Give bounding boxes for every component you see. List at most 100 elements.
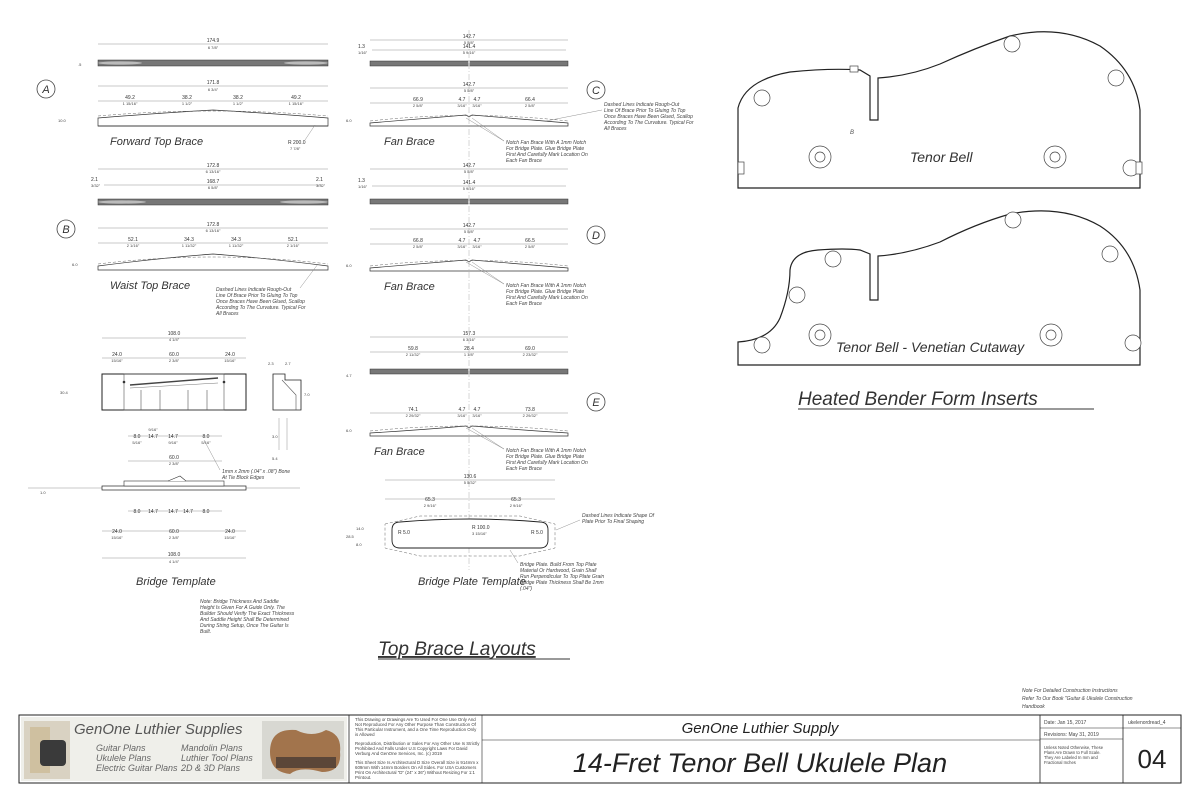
note-dashed-c-line-5: All Braces bbox=[603, 126, 627, 132]
dim-fan-e-seg-4-in: 2 29/32" bbox=[523, 413, 538, 418]
note-notch-c: Notch Fan Brace With A 1mm Notch For Bri… bbox=[506, 140, 588, 164]
dim-bridge-side-3: 3.0 bbox=[272, 434, 278, 439]
dim-plate-overall: 130.6 bbox=[464, 474, 477, 480]
dim-fan-d-end-in: 1/16" bbox=[358, 184, 368, 189]
detail-label-b: B bbox=[62, 224, 69, 236]
dim-fan-e-seg-3: 4.7 bbox=[474, 407, 481, 413]
dim-forward-seg-2-in: 1 1/2" bbox=[182, 101, 193, 106]
dim-forward-overall: 174.9 bbox=[207, 38, 220, 44]
note-plate-line-2: Material Or Hardwood, Grain Shall bbox=[520, 568, 597, 574]
dim-bridge-height: 30.4 bbox=[60, 390, 69, 395]
construction-note-line-2: Refer To Our Book "Guitar & Ukulele Cons… bbox=[1022, 696, 1133, 702]
note-bridge-line-6: Built. bbox=[200, 629, 211, 635]
dim-waist-overall: 172.8 bbox=[207, 163, 220, 169]
note-notch-d-line-3: First And Carefully Mark Location On bbox=[506, 295, 588, 301]
dim-waist-end-left-in: 3/32" bbox=[91, 183, 101, 188]
note-dashed-b: Dashed Lines Indicate Rough-Out Line Of … bbox=[215, 287, 306, 317]
dim-bridge-side-4: 5.4 bbox=[272, 456, 278, 461]
bridge-plate-template-group: 130.6 5 5/32" 65.3 2 9/16" 65.3 2 9/16" … bbox=[346, 474, 655, 592]
dim-bridge-seg-1-in: 15/16" bbox=[111, 358, 123, 363]
dim-waist-inner-in: 6 5/8" bbox=[208, 185, 219, 190]
dim-fan-c-seg-1-in: 2 5/8" bbox=[413, 103, 424, 108]
dim-waist-seg-1-in: 2 1/16" bbox=[127, 243, 140, 248]
dim-fan-d-seg-3-in: 3/16" bbox=[472, 244, 482, 249]
top-brace-layouts-title: Top Brace Layouts bbox=[378, 639, 536, 660]
dim-waist-seg-4-in: 2 1/16" bbox=[287, 243, 300, 248]
file-id: ukelenordread_4 bbox=[1128, 720, 1166, 726]
link-guitar-plans[interactable]: Guitar Plans bbox=[96, 743, 146, 753]
dim-bridge-small-1-in: 5/16" bbox=[132, 440, 142, 445]
dim-waist-end-left: 2.1 bbox=[91, 177, 98, 183]
dim-plate-height: 28.5 bbox=[346, 534, 355, 539]
dim-fan-d-seg-4: 66.5 bbox=[525, 238, 535, 244]
dim-bridge-low-small-2: 14.7 bbox=[148, 509, 158, 515]
bridge-plate-template-label: Bridge Plate Template bbox=[418, 576, 526, 588]
dim-fan-e-height: 6.0 bbox=[346, 428, 352, 433]
sheet-number: 04 bbox=[1138, 744, 1167, 774]
note-bridge-thickness: Note: Bridge Thickness And Saddle Height… bbox=[199, 599, 295, 635]
dim-bridge-low-seg-1: 24.0 bbox=[112, 529, 122, 535]
link-electric-guitar-plans[interactable]: Electric Guitar Plans bbox=[96, 763, 178, 773]
detail-marker-a bbox=[36, 79, 56, 99]
title-block: GenOne Luthier Supplies Guitar Plans Uku… bbox=[18, 714, 1182, 784]
dim-plate-radius-mid: R 100.0 bbox=[472, 525, 490, 531]
link-2d-3d-plans[interactable]: 2D & 3D Plans bbox=[180, 763, 241, 773]
dim-forward-seg-1: 49.2 bbox=[125, 95, 135, 101]
fan-brace-d-label: Fan Brace bbox=[384, 281, 435, 293]
legal-line-5: Reproduction, Distribution or Sales For … bbox=[355, 741, 480, 746]
dim-bridge-low-seg-3: 24.0 bbox=[225, 529, 235, 535]
dim-fan-d-inner: 141.4 bbox=[463, 180, 476, 186]
dim-forward-seg-4: 49.2 bbox=[291, 95, 301, 101]
dim-bridge-low-small-3: 14.7 bbox=[168, 509, 178, 515]
note-bone-line-1: 1mm x 2mm (.04" x .08") Bone bbox=[222, 469, 290, 475]
note-plate-shape-line-2: Plate Prior To Final Shaping bbox=[582, 519, 644, 525]
detail-marker-d bbox=[586, 225, 606, 245]
tenor-bell-venetian-label: Tenor Bell - Venetian Cutaway bbox=[836, 339, 1025, 355]
bending-iron-image bbox=[24, 721, 70, 779]
bridge-top-view bbox=[101, 373, 247, 411]
link-mandolin-plans[interactable]: Mandolin Plans bbox=[181, 743, 243, 753]
scale-note-line-3: They Are Labeled In mm and bbox=[1044, 755, 1098, 760]
dim-fan-c-seg-3-in: 3/16" bbox=[472, 103, 482, 108]
legal-line-3: This Particular Instrument, and a One Ti… bbox=[355, 727, 477, 732]
construction-note-line-3: Handbook bbox=[1022, 704, 1045, 710]
dim-fan-e-overall-in: 6 3/16" bbox=[463, 337, 476, 342]
dim-bridge-low-small-5: 8.0 bbox=[203, 509, 210, 515]
detail-marker-e bbox=[586, 392, 606, 412]
dim-waist-seg-3-in: 1 11/32" bbox=[229, 243, 244, 248]
dim-fan-d-seg-1-in: 2 5/8" bbox=[413, 244, 424, 249]
note-plate-line-5: (.04") bbox=[520, 586, 532, 592]
dim-bridge-lower-height: 1.0 bbox=[40, 490, 46, 495]
dim-fan-d-overall-in: 5 5/8" bbox=[464, 169, 475, 174]
dim-bridge-small-3: 14.7 bbox=[168, 434, 178, 440]
dim-plate-seg-2: 65.3 bbox=[511, 497, 521, 503]
scale-note-line-1: Unless Noted Otherwise, These bbox=[1044, 745, 1104, 750]
note-notch-e-line-2: For Bridge Plate. Glue Bridge Plate bbox=[506, 454, 584, 460]
dim-forward-radius: R 200.0 bbox=[288, 140, 306, 146]
heated-bender-title: Heated Bender Form Inserts bbox=[798, 389, 1038, 410]
dim-bridge-overall: 108.0 bbox=[168, 331, 181, 337]
dim-plate-seg-1: 65.3 bbox=[425, 497, 435, 503]
plan-revisions: Revisions: May 31, 2019 bbox=[1044, 732, 1099, 738]
dim-fan-e-seg-2-in: 3/16" bbox=[457, 413, 467, 418]
note-dashed-b-line-3: Once Braces Have Been Glued, Scallop bbox=[216, 299, 305, 305]
link-luthier-tool-plans[interactable]: Luthier Tool Plans bbox=[181, 753, 253, 763]
fan-brace-c-label: Fan Brace bbox=[384, 136, 435, 148]
dim-fan-d-len-in: 5 5/8" bbox=[464, 229, 475, 234]
dim-fan-e-seg-2: 4.7 bbox=[459, 407, 466, 413]
legal-line-9: 609mm With 14mm Borders On All Sides. Fo… bbox=[355, 765, 477, 770]
dim-fan-d-seg-3: 4.7 bbox=[474, 238, 481, 244]
dim-forward-seg-3: 38.2 bbox=[233, 95, 243, 101]
note-bone: 1mm x 2mm (.04" x .08") Bone At Tie Bloc… bbox=[221, 469, 290, 481]
waist-top-brace-group: 172.8 6 13/16" 168.7 6 5/8" 2.1 3/32" 2.… bbox=[56, 163, 329, 317]
dim-fan-c-overall: 142.7 bbox=[463, 34, 476, 40]
dim-bridge-seg-3: 24.0 bbox=[225, 352, 235, 358]
dim-bridge-mid-in: 2 3/8" bbox=[169, 461, 180, 466]
link-ukulele-plans[interactable]: Ukulele Plans bbox=[96, 753, 152, 763]
dim-bridge-seg-2: 60.0 bbox=[169, 352, 179, 358]
tenor-bell-insert: B Tenor Bell bbox=[737, 31, 1143, 189]
insert-marker-b: B bbox=[850, 130, 854, 136]
dim-fan-c-overall-in: 5 5/8" bbox=[464, 40, 475, 45]
dim-plate-height-1: 14.0 bbox=[356, 526, 365, 531]
